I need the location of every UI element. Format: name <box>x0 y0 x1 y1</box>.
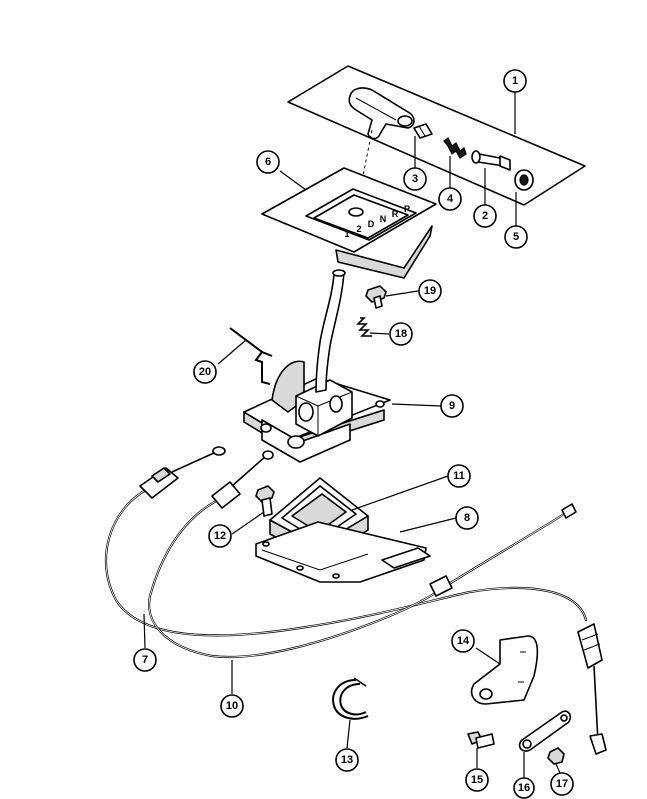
svg-text:5: 5 <box>513 231 519 243</box>
svg-text:20: 20 <box>199 366 211 378</box>
callout-1: 1 <box>503 69 527 93</box>
callout-10: 10 <box>220 694 244 718</box>
svg-text:10: 10 <box>226 700 238 712</box>
part-8-base-plate <box>255 521 431 583</box>
shift-knob <box>348 87 415 140</box>
callout-14: 14 <box>451 629 475 653</box>
svg-text:2: 2 <box>482 210 488 222</box>
callout-20: 20 <box>193 360 217 384</box>
part-13-clip-ring <box>332 677 369 720</box>
svg-text:9: 9 <box>449 400 455 412</box>
part-6-bezel: 1 2 D N R P <box>261 167 437 279</box>
part-2-plunger-rod <box>471 150 511 171</box>
callout-2: 2 <box>473 204 497 228</box>
svg-text:17: 17 <box>556 778 568 790</box>
part-14-bracket <box>470 635 539 705</box>
callout-3: 3 <box>403 167 427 191</box>
part-4-spring <box>443 137 467 159</box>
leader-lines <box>143 92 561 778</box>
svg-text:15: 15 <box>471 774 483 786</box>
svg-text:D: D <box>368 219 375 229</box>
part-12-bolt <box>255 485 275 517</box>
callout-18: 18 <box>389 322 413 346</box>
callout-9: 9 <box>440 394 464 418</box>
part-15-bolt <box>467 731 495 749</box>
part-10-cable <box>148 450 577 659</box>
svg-text:3: 3 <box>412 173 418 185</box>
part-7-shift-cable <box>104 446 607 755</box>
svg-text:19: 19 <box>424 285 436 297</box>
svg-text:1: 1 <box>512 75 518 87</box>
svg-text:18: 18 <box>395 328 407 340</box>
knob-alignment-line <box>355 129 373 213</box>
svg-text:14: 14 <box>457 635 470 647</box>
svg-text:11: 11 <box>453 470 465 482</box>
part-18-spring-clip <box>356 317 372 337</box>
callout-8: 8 <box>455 506 479 530</box>
callout-11: 11 <box>447 464 471 488</box>
callout-15: 15 <box>465 768 489 792</box>
part-3-pushbutton <box>413 123 433 139</box>
svg-text:13: 13 <box>341 754 353 766</box>
svg-text:N: N <box>380 214 387 224</box>
part-20-wire-clip <box>229 327 273 385</box>
svg-text:1: 1 <box>344 229 349 239</box>
part-19-bolt <box>365 285 387 309</box>
svg-text:2: 2 <box>356 224 361 234</box>
callout-4: 4 <box>438 187 462 211</box>
svg-text:P: P <box>404 204 410 214</box>
callout-17: 17 <box>550 772 574 796</box>
svg-text:4: 4 <box>447 193 454 205</box>
callout-16: 16 <box>513 777 535 799</box>
callout-5: 5 <box>504 225 528 249</box>
gate-indicator-letters: 1 2 D N R P <box>344 204 410 239</box>
part-5-retaining-ring <box>514 169 534 191</box>
callout-7: 7 <box>133 648 157 672</box>
svg-text:7: 7 <box>142 654 148 666</box>
callout-6: 6 <box>256 150 280 174</box>
svg-text:12: 12 <box>214 530 226 542</box>
svg-text:R: R <box>392 209 399 219</box>
callout-13: 13 <box>335 748 359 772</box>
callout-19: 19 <box>418 279 442 303</box>
part-17-nut <box>547 747 565 765</box>
svg-text:16: 16 <box>518 782 530 794</box>
part-9-shifter-assembly <box>243 269 391 463</box>
svg-text:6: 6 <box>265 156 271 168</box>
part-16-lever-arm <box>518 710 572 752</box>
svg-text:8: 8 <box>464 512 470 524</box>
callout-12: 12 <box>208 524 232 548</box>
